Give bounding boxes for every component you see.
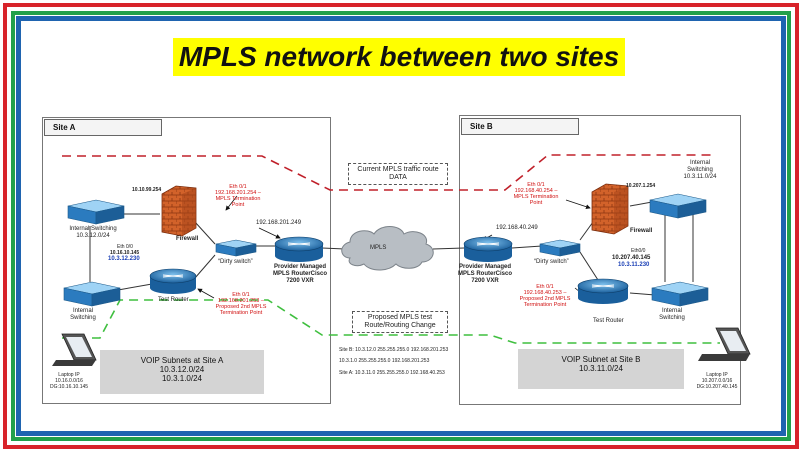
- site-b-switch-bottom-icon: [651, 281, 709, 307]
- proposed-route-line: [62, 299, 720, 344]
- site-a-dirty-switch-icon: [215, 239, 257, 257]
- site-b-eth00-ip2: 10.3.11.230: [618, 262, 650, 268]
- route-line-3: Site A: 10.3.11.0 255.255.255.0 192.168.…: [339, 370, 445, 376]
- site-b-voip-box: VOIP Subnet at Site B 10.3.11.0/24: [518, 349, 684, 389]
- site-a-test-router-label: Test Router: [158, 297, 189, 303]
- arrow-b-eth01-top: [565, 199, 591, 210]
- site-b-switch-top-icon: [649, 193, 707, 219]
- site-a-firewall-ip: 10.10.99.254: [132, 187, 162, 193]
- site-a-eth00: Eth 0/0: [117, 244, 133, 250]
- site-a-links: [89, 213, 346, 291]
- site-b-switch-top-label: Internal Switching 10.3.11.0/24: [683, 160, 717, 180]
- site-a-firewall-label: Firewall: [176, 236, 199, 242]
- site-b-eth01-bottom: Eth 0/1 192.168.40.253 – Proposed 2nd MP…: [519, 284, 571, 308]
- site-b-label: Site B: [461, 118, 579, 135]
- site-b-links: [432, 201, 694, 296]
- site-a-switch-bottom-label: Internal Switching: [70, 308, 96, 321]
- site-a-dirty-switch-label: “Dirty switch”: [218, 259, 253, 265]
- site-b-eth00: Eth0/0: [631, 248, 646, 254]
- site-a-switch-bottom-icon: [63, 281, 121, 307]
- site-b-eth01-top: Eth 0/1 192.168.40.254 – MPLS Terminatio…: [513, 182, 559, 206]
- site-a-switch-top-label: Internal Switching 10.3.12.0/24: [69, 226, 117, 239]
- arrow-a-eth01-top: [225, 195, 238, 211]
- site-b-dirty-switch-label: “Dirty switch”: [534, 259, 569, 265]
- site-a-voip-subnets: 10.3.12.0/24 10.3.1.0/24: [159, 365, 205, 383]
- site-a-switch-top-icon: [67, 199, 125, 225]
- site-b-voip-subnets: 10.3.11.0/24: [579, 364, 623, 373]
- arrow-a-router-ip: [258, 227, 281, 239]
- site-b-firewall-icon: [591, 183, 629, 235]
- border-red: [3, 3, 799, 449]
- site-b-laptop-icon: [698, 327, 751, 361]
- mpls-cloud-icon: [341, 226, 434, 271]
- site-b-switch-bottom-label: Internal Switching: [659, 308, 685, 321]
- route-line-1: Site B: 10.3.12.0 255.255.255.0 192.168.…: [339, 347, 449, 353]
- border-blue: [16, 16, 786, 436]
- site-a-laptop-label: Laptop IP 10.16.0.0/16 DG:10.16.10.145: [49, 372, 89, 390]
- site-a-provider-router-icon: [274, 236, 324, 262]
- site-b-voip-title: VOIP Subnet at Site B: [561, 355, 641, 364]
- site-a-test-router-icon: [149, 268, 197, 294]
- site-a-voip-box: VOIP Subnets at Site A 10.3.12.0/24 10.3…: [100, 350, 264, 394]
- mpls-cloud-label: MPLS: [370, 245, 387, 251]
- site-b-test-router-label: Test Router: [593, 318, 624, 324]
- site-a-laptop-icon: [52, 333, 97, 366]
- site-a-router-label: Provider Managed MPLS RouterCisco 7200 V…: [272, 264, 327, 284]
- site-a-label: Site A: [44, 119, 162, 136]
- site-a-eth00-ip1: 10.16.10.145: [110, 250, 140, 256]
- route-line-2: 10.3.1.0 255.255.255.0 192.168.201.253: [339, 358, 430, 364]
- site-a-voip-title: VOIP Subnets at Site A: [140, 356, 224, 365]
- site-b-eth00-ip1: 10.207.40.145: [612, 255, 651, 261]
- current-route-line: [62, 154, 715, 191]
- site-b-dirty-switch-icon: [539, 239, 581, 257]
- border-white: [8, 8, 794, 444]
- site-b-test-router-icon: [577, 278, 629, 304]
- site-a-eth00-ip2: 10.3.12.230: [108, 256, 140, 262]
- site-b-router-ip: 192.168.40.249: [496, 225, 538, 231]
- site-a-router-ip: 192.168.201.249: [256, 220, 302, 226]
- site-b-firewall-ip: 10.207.1.254: [626, 183, 656, 189]
- site-b-laptop-label: Laptop IP 10.207.0.0/16 DG:10.207.40.145: [696, 372, 738, 390]
- site-b-firewall-label: Firewall: [630, 228, 653, 234]
- diagram-title: MPLS network between two sites: [173, 38, 625, 76]
- current-route-label: Current MPLS traffic route DATA: [348, 163, 448, 185]
- site-a-firewall-icon: [161, 185, 197, 237]
- site-b-provider-router-icon: [463, 236, 513, 262]
- site-b-router-label: Provider Managed MPLS RouterCisco 7200 V…: [457, 264, 512, 284]
- proposed-route-label: Proposed MPLS test Route/Routing Change: [352, 311, 448, 333]
- arrow-a-eth01-bottom: [197, 288, 215, 299]
- site-a-eth01-bottom: Eth 0/1 192.168.201.253 – Proposed 2nd M…: [215, 292, 267, 316]
- border-green: [11, 11, 791, 441]
- site-a-eth01-top: Eth 0/1 192.168.201.254 – MPLS Terminati…: [215, 184, 261, 208]
